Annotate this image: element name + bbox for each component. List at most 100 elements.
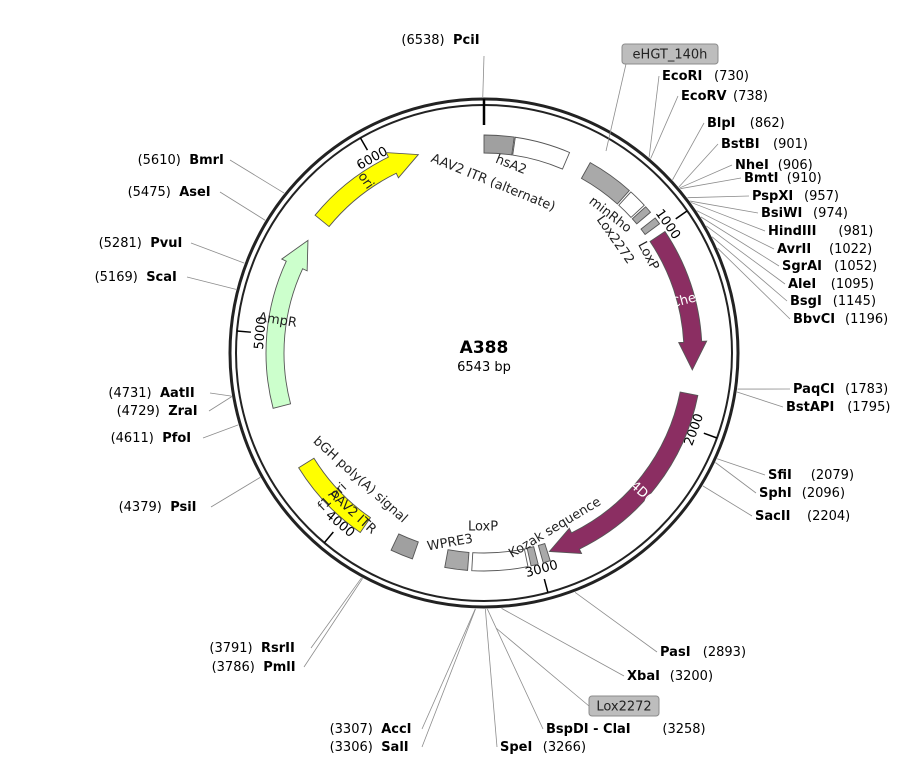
site-xbai[interactable]: (3200)XbaI [627,669,713,684]
boxed-label-lox2272-box: Lox2272 [495,627,660,717]
site-name: SgrAI [782,259,822,274]
site-acci[interactable]: (3307)AccI [330,722,412,737]
site-name: BlpI [707,116,736,131]
site-position: (1052) [834,259,877,274]
feature-wpre3[interactable] [471,548,529,572]
site-name: SpeI [500,740,532,755]
site-pspxi[interactable]: (957)PspXI [752,189,839,204]
feature-hm4d[interactable] [548,391,699,555]
site-bmti[interactable]: (910)BmtI [744,171,822,186]
site-pcii[interactable]: (6538)PciI [401,33,479,48]
feature-f1ori[interactable] [298,457,372,534]
feature-bgh[interactable] [444,549,470,571]
site-avrii[interactable]: (1022)AvrII [777,242,872,257]
site-psii[interactable]: (4379)PsiI [119,500,197,515]
bp-tick-label: 3000 [524,558,560,581]
site-pasi[interactable]: (2893) PasI [660,645,746,660]
site-leader [700,216,780,267]
site-rsrii[interactable]: (3791)RsrII [209,641,294,656]
site-zrai[interactable]: (4729)ZraI [117,404,198,419]
site-leader [680,177,742,190]
site-bmri[interactable]: (5610)BmrI [138,153,224,168]
site-ecorv[interactable]: (738) EcoRV [681,89,768,104]
feature-loxp-a[interactable] [640,217,661,236]
site-position: (2096) [802,486,845,501]
site-name: EcoRV [681,89,727,104]
site-pmli[interactable]: (3786)PmlI [212,660,296,675]
site-bsiwi[interactable]: (974) BsiWI [761,206,848,221]
site-name: XbaI [627,669,660,684]
site-leader [678,143,719,188]
site-ecori[interactable]: (730)EcoRI [662,69,749,84]
site-name: BsiWI [761,206,802,221]
feature-itr-left[interactable] [483,134,515,156]
site-leader [210,477,261,508]
site-name: SacII [755,509,791,524]
feature-ampr[interactable] [265,239,309,409]
site-bbvci[interactable]: (1196)BbvCI [793,312,888,327]
site-alei[interactable]: (1095)AleI [788,277,874,292]
site-name: PciI [453,33,480,48]
site-leader [696,210,775,250]
site-sfii[interactable]: (2079)SfiI [768,468,854,483]
site-hindiii[interactable]: (981)HindIII [768,224,873,239]
site-sphi[interactable]: (2096)SphI [759,486,845,501]
site-bspdi-clai[interactable]: (3258) BspDI - ClaI [546,722,706,737]
site-sgrai[interactable]: (1052) SgrAI [782,259,877,274]
site-sacii[interactable]: (2204)SacII [755,509,850,524]
site-leader [421,608,476,748]
site-nhei[interactable]: (906)NheI [735,158,813,173]
site-leader [303,578,363,668]
site-position: (974) [813,206,848,221]
site-leader [574,591,658,653]
site-bstbi[interactable]: (901)BstBI [721,137,808,152]
feature-loxp-b[interactable] [526,546,539,567]
site-asei[interactable]: (5475)AseI [128,185,211,200]
site-name: SalI [381,740,408,755]
site-sali[interactable]: (3306)SalI [330,740,409,755]
site-pfoi[interactable]: (4611)PfoI [111,431,192,446]
feature-hsa2[interactable] [512,136,571,170]
site-position: (5169) [95,270,138,285]
site-leader [219,191,266,221]
site-leader [484,608,498,748]
bp-tick-3000 [543,578,549,593]
site-leader [186,276,237,290]
boxed-label-ehgt: eHGT_140h [605,43,719,152]
feature-minrho[interactable] [618,191,645,219]
site-pvui[interactable]: (5281)PvuI [99,236,183,251]
site-paqci[interactable]: (1783)PaqCI [793,382,888,397]
site-leader [717,458,766,476]
site-position: (4611) [111,431,154,446]
site-spei[interactable]: (3266)SpeI [500,740,586,755]
site-position: (738) [733,89,768,104]
site-position: (4379) [119,500,162,515]
site-position: (862) [750,116,785,131]
site-position: (2893) [703,645,746,660]
feature-ori[interactable] [314,152,420,228]
site-leader [421,608,476,730]
loxp-label-b: LoxP [468,520,498,535]
feature-itr-right[interactable] [390,533,419,560]
site-blpi[interactable]: (862) BlpI [707,116,785,131]
site-name: PasI [660,645,691,660]
site-position: (3258) [662,722,705,737]
site-position: (5475) [128,185,171,200]
feature-lox2272-a[interactable] [631,206,652,225]
site-name: BsgI [790,294,822,309]
site-leader [648,75,660,158]
site-position: (2079) [811,468,854,483]
site-leader [672,122,705,181]
site-name: BspDI - ClaI [546,722,631,737]
site-leader [229,159,285,194]
site-aatii[interactable]: (4731)AatII [108,386,194,401]
feature-grey-530[interactable] [580,162,630,205]
site-bstapi[interactable]: (1795)BstAPI [786,400,890,415]
site-scai[interactable]: (5169)ScaI [95,270,177,285]
site-bsgi[interactable]: (1145)BsgI [790,294,876,309]
feature-kozak[interactable] [537,542,551,564]
site-leader [679,164,733,189]
site-name: BstBI [721,137,760,152]
feature-mcherry[interactable] [649,230,708,371]
